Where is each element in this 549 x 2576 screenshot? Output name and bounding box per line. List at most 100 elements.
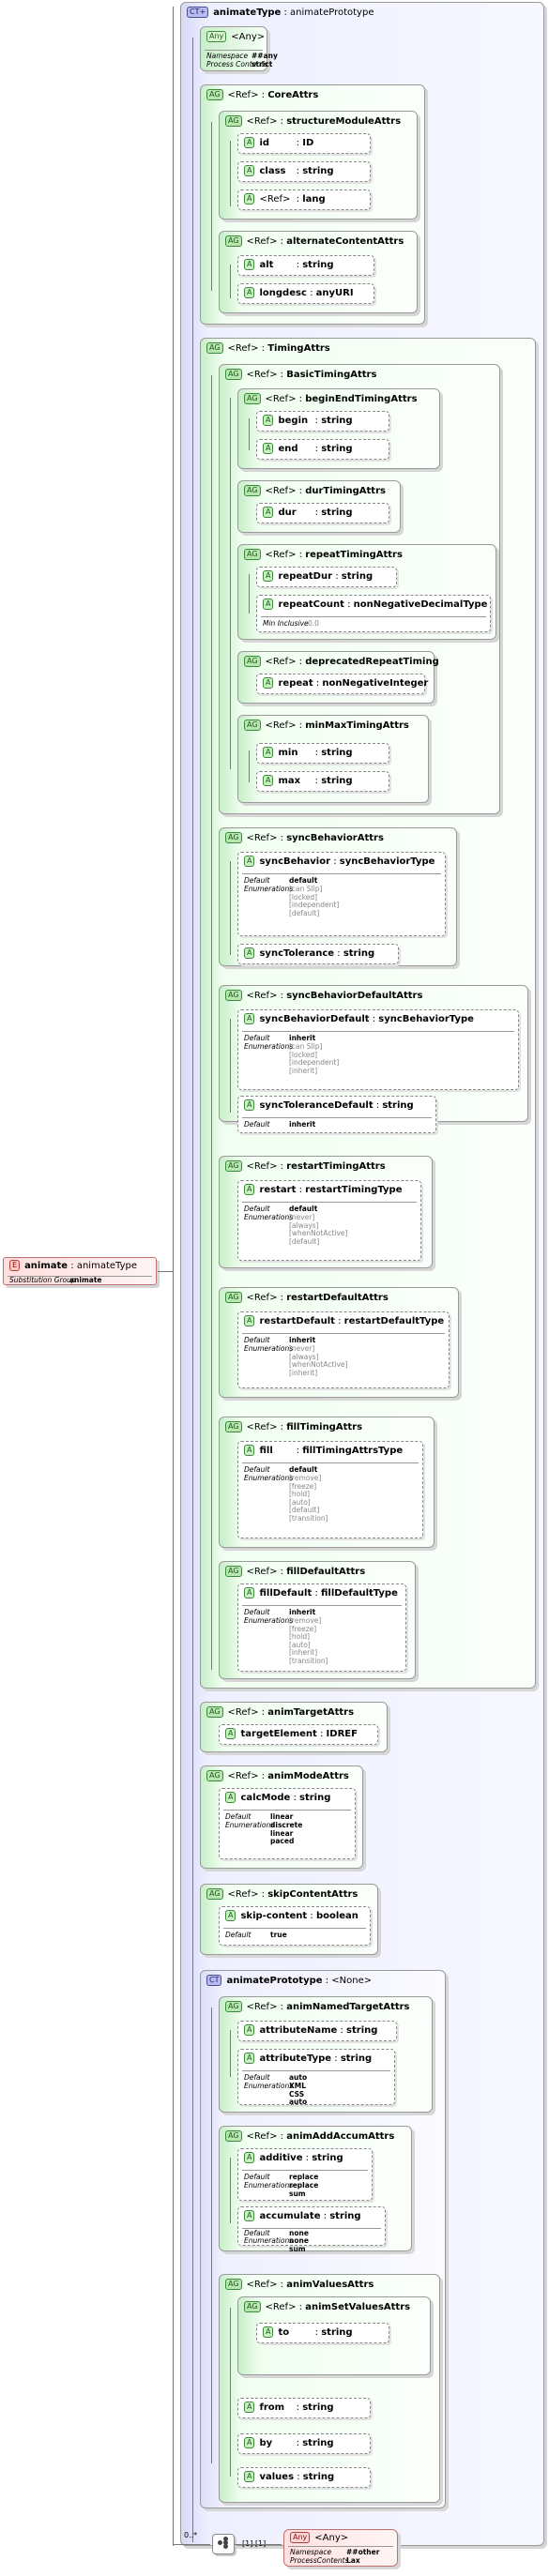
prop-label: Substitution Group — [9, 1276, 76, 1284]
any-wildcard-other[interactable]: Any<Any> Namespace##other ProcessContent… — [283, 2529, 398, 2567]
any-wildcard[interactable]: Any<Any> Namespace##any Process Contents… — [200, 26, 278, 71]
attribute-icon: A — [263, 507, 274, 518]
prop-value: replace — [289, 2173, 319, 2181]
group-name: beginEndTimingAttrs — [305, 394, 418, 404]
element-type: animateType — [76, 1261, 137, 1271]
attr-group-icon: AG — [225, 115, 242, 127]
ct-label: animateType — [213, 8, 282, 18]
attr-type: string — [302, 2472, 335, 2482]
prop-value: auto — [289, 2073, 308, 2082]
prop-label: Enumerations — [244, 1474, 294, 1482]
attr-type: string — [321, 416, 353, 426]
group-name: syncBehaviorDefaultAttrs — [286, 991, 423, 1001]
prop-label: Enumerations — [244, 2082, 294, 2090]
attr-name: fillDefault — [259, 1588, 313, 1599]
ref-label: <Ref> — [246, 991, 278, 1001]
prop-label: Enumerations — [244, 885, 294, 893]
prop-label: Default — [244, 2173, 270, 2181]
group-name: animModeAttrs — [267, 1771, 349, 1781]
prop-value: [never] [always] [whenNotActive] [inheri… — [289, 1344, 348, 1377]
attr-type: string — [321, 776, 353, 786]
prop-value: [remove] [freeze] [hold] [auto] [inherit… — [289, 1616, 328, 1665]
any-tag-icon: Any — [290, 2532, 311, 2543]
attr-type: nonNegativeInteger — [322, 678, 429, 689]
attribute-icon: A — [263, 775, 274, 786]
attr-type: string — [302, 166, 334, 176]
attr-name: max — [278, 776, 301, 786]
attr-group-icon: AG — [244, 549, 261, 560]
group-name: alternateContentAttrs — [286, 236, 404, 247]
prop-label: Default — [225, 1931, 252, 1939]
attribute-icon: A — [244, 947, 255, 959]
attr-type: string — [312, 2153, 343, 2163]
attr-name: syncTolerance — [259, 948, 335, 959]
attr-name: syncBehaviorDefault — [259, 1014, 370, 1024]
attribute-icon: A — [244, 137, 255, 148]
prop-value: [never] [always] [whenNotActive] [defaul… — [289, 1213, 348, 1246]
prop-value: none sum — [289, 2236, 309, 2253]
prop-label: Enumerations — [244, 1344, 294, 1353]
attribute-icon: A — [225, 1728, 236, 1739]
attribute-icon: A — [244, 287, 255, 298]
attr-name: by — [259, 2438, 273, 2448]
attribute-lang-ref[interactable]: A<Ref> : lang — [237, 189, 371, 210]
ref-label: <Ref> — [265, 657, 297, 667]
attr-group-icon: AG — [225, 990, 242, 1001]
attr-type: string — [343, 948, 375, 959]
attribute-icon: A — [244, 1587, 255, 1599]
group-name: animValuesAttrs — [286, 2280, 374, 2290]
attr-type: string — [382, 1100, 414, 1111]
attr-group-icon: AG — [244, 656, 261, 667]
prop-value: [can Slip] [locked] [independent] [inher… — [289, 1042, 340, 1075]
attr-type: syncBehaviorType — [378, 1014, 474, 1024]
attr-name: restart — [259, 1185, 297, 1195]
attr-name: to — [278, 2327, 290, 2338]
prop-value: animate — [69, 1276, 102, 1284]
attr-type: anyURI — [315, 288, 354, 298]
attr-type: string — [346, 2025, 378, 2036]
attribute-icon: A — [263, 443, 274, 454]
group-name: restartTimingAttrs — [286, 1161, 386, 1172]
attribute-icon: A — [263, 747, 274, 758]
attr-type: restartTimingType — [305, 1185, 403, 1195]
ref-label: <Ref> — [246, 116, 278, 127]
attribute-icon: A — [244, 165, 255, 176]
attr-group-icon: AG — [225, 1566, 242, 1577]
ct-base: <None> — [331, 1976, 373, 1986]
prop-value: inherit — [289, 1608, 316, 1616]
prop-value: ##other — [346, 2548, 380, 2556]
prop-value: linear — [270, 1812, 294, 1821]
